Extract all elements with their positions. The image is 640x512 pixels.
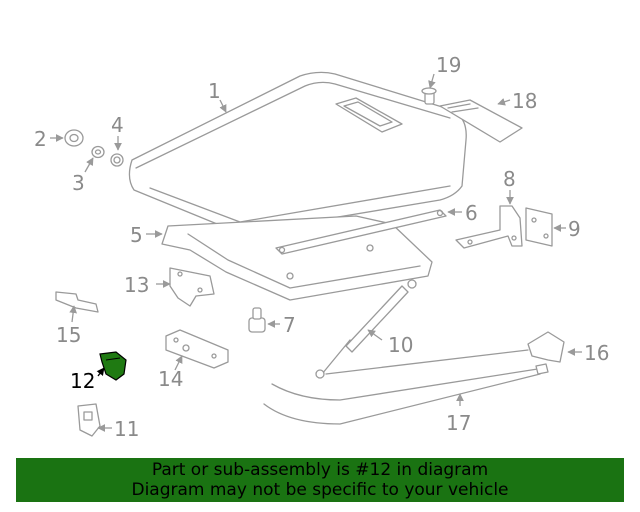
hood-bumper — [248, 307, 266, 333]
hinge-plate — [525, 207, 553, 247]
latch-cover — [77, 403, 101, 437]
leader-lines — [50, 73, 582, 432]
callout-11: 11 — [114, 417, 139, 441]
hood-latch — [165, 329, 229, 369]
small-bracket — [55, 291, 99, 313]
callout-13: 13 — [124, 273, 149, 297]
callout-3: 3 — [72, 171, 85, 195]
callout-10: 10 — [388, 333, 413, 357]
clip — [91, 145, 105, 159]
callout-5: 5 — [130, 223, 143, 247]
callout-16: 16 — [584, 341, 609, 365]
callout-18: 18 — [512, 89, 537, 113]
release-handle — [325, 331, 565, 375]
callout-labels: 1 2 3 4 5 6 7 8 9 10 11 12 13 14 15 16 1… — [34, 53, 609, 441]
highlighted-part-12 — [99, 351, 127, 381]
callout-1: 1 — [208, 79, 221, 103]
banner-line-2: Diagram may not be specific to your vehi… — [131, 480, 509, 500]
callout-17: 17 — [446, 411, 471, 435]
hood-panel — [128, 71, 467, 234]
callout-14: 14 — [158, 367, 183, 391]
callout-6: 6 — [465, 201, 478, 225]
callout-8: 8 — [503, 167, 516, 191]
hood-hinge — [455, 205, 523, 249]
callout-2: 2 — [34, 127, 47, 151]
banner-line-1: Part or sub-assembly is #12 in diagram — [151, 460, 489, 480]
callout-19: 19 — [436, 53, 461, 77]
part-notice-banner: Part or sub-assembly is #12 in diagram D… — [16, 458, 624, 502]
grommet — [64, 129, 84, 147]
callout-12: 12 — [70, 369, 95, 393]
gas-strut — [315, 279, 417, 379]
callout-9: 9 — [568, 217, 581, 241]
release-cable — [263, 363, 549, 425]
latch-bracket — [169, 267, 215, 307]
washer — [110, 153, 124, 167]
callout-15: 15 — [56, 323, 81, 347]
callout-4: 4 — [111, 113, 124, 137]
callout-7: 7 — [283, 313, 296, 337]
hood-pad — [439, 99, 523, 143]
hood-support-strip — [275, 209, 447, 255]
hood-inner-panel — [161, 215, 433, 301]
